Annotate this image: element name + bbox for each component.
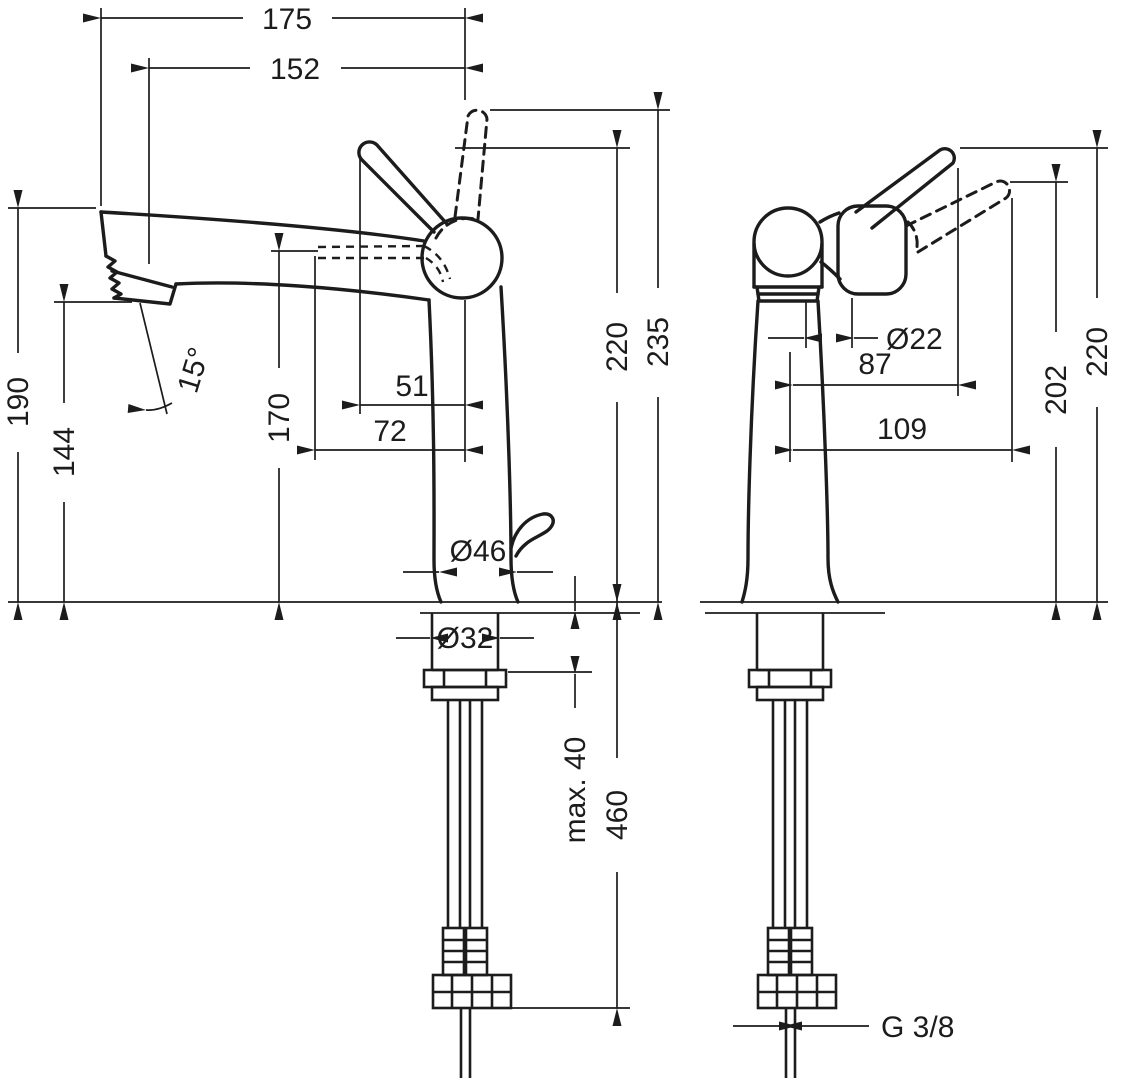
mounting-parts-side [422,613,513,1078]
dim-label-72: 72 [373,415,406,448]
dim-lever-side-height: 220 [960,130,1114,620]
reference-lines-side [8,601,662,614]
body-left-edge-front [740,299,760,604]
dim-label-d32: Ø32 [437,622,494,655]
dim-spout-height: 190 [2,190,96,620]
dim-label-87: 87 [858,348,891,381]
channel-curve-upper [423,244,452,280]
lever-pivot-housing [836,204,908,296]
dim-label-max40: max. 40 [559,737,592,844]
faucet-outline-side [99,140,555,604]
dim-label-220-front: 220 [1081,327,1114,377]
mounting-nut-lower [430,685,500,702]
lever-raised-outline [453,108,489,221]
water-channel-dashed [317,244,452,283]
aerator-inner-line [110,269,174,289]
left-view: 175 152 190 144 [2,3,675,1078]
body-right-edge-front [816,299,840,604]
dim-outlet-height: 144 [48,284,132,620]
mounting-nut-lower-front [755,685,825,702]
lever-handle-front [854,147,956,230]
dim-lever-side-reach-raised: 109 [775,198,1030,462]
dim-label-170: 170 [263,393,296,443]
reference-lines-front [700,601,1108,614]
lever-swung-dashed [904,179,1012,254]
dim-label-220: 220 [601,322,634,372]
dim-lever-raised-height: 235 [490,92,675,620]
aerator-serration [104,254,123,300]
lever-raised-dashed [434,108,489,240]
body-right-edge [499,285,520,604]
dim-label-152: 152 [270,53,320,86]
dim-label-d22: Ø22 [886,323,943,356]
spout-tip-face [99,210,108,258]
lever-swung-outline [904,179,1012,254]
dim-connection-thread: G 3/8 [733,1011,954,1044]
spout-bottom-edge [174,281,431,302]
faucet-outline-front [740,147,956,604]
dim-channel-offset: 72 [297,256,483,460]
dim-shank-diameter: Ø32 [396,622,534,655]
dim-label-235: 235 [642,317,675,367]
dim-label-175: 175 [262,3,312,36]
dim-channel-height: 170 [263,233,318,620]
body-left-edge [427,298,443,604]
dim-label-460: 460 [601,790,634,840]
housing-connector-bottom [819,260,842,281]
spout-end-circle [752,206,824,278]
dim-label-109: 109 [877,413,927,446]
dim-label-202: 202 [1040,365,1073,415]
dim-total-reach: 175 [83,3,483,206]
lever-swung-arc [906,220,919,254]
dim-base-diameter: Ø46 [403,535,553,577]
housing-connector-top [818,211,841,224]
lever-raised-arc [434,216,481,240]
dim-spout-reach: 152 [131,53,483,264]
dim-label-g38: G 3/8 [881,1011,954,1044]
right-view: Ø22 87 109 202 [700,130,1114,1078]
dim-max-deck-thickness: max. 40 [508,576,592,843]
dim-lever-side-raised-height: 202 [1010,164,1073,620]
dim-lever-side-reach: 87 [775,168,976,462]
dim-label-144: 144 [48,427,81,477]
dim-lever-offset: 51 [342,158,483,462]
dim-lever-height: 220 [455,130,634,620]
aerator-outlet [112,282,178,306]
channel-line-upper [317,244,425,249]
mounting-parts-front [747,613,838,1078]
channel-curve-lower [425,256,445,283]
dim-label-51: 51 [395,370,428,403]
dim-label-d46: Ø46 [450,535,507,568]
dim-label-190: 190 [2,377,35,427]
popup-rod-knob [509,512,555,558]
spout-top-edge [99,210,426,243]
dim-neck-diameter: Ø22 [768,298,943,356]
dim-hose-length: 460 [496,584,634,1026]
